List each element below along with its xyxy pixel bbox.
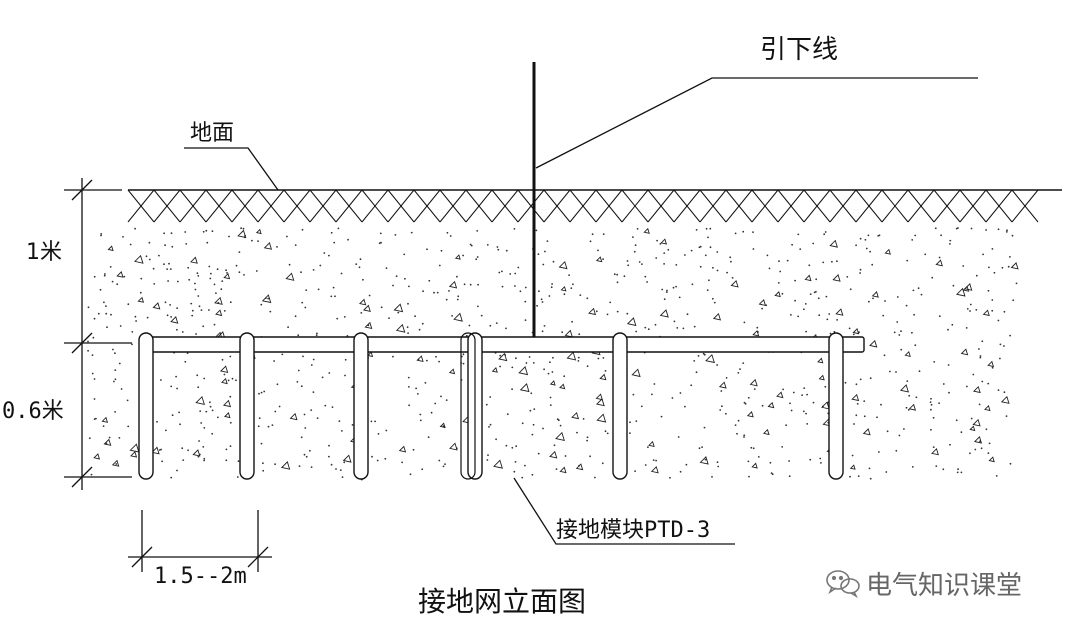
depth-label-0-6m: 0.6米 bbox=[2, 399, 64, 424]
module-label: 接地模块PTD-3 bbox=[556, 518, 710, 543]
module-leader bbox=[513, 477, 735, 545]
soil-texture bbox=[87, 227, 1019, 481]
ground-hatch bbox=[127, 189, 1039, 223]
grounding-module-rod bbox=[828, 332, 844, 480]
spacing-dimension bbox=[128, 510, 272, 572]
grounding-module-rod bbox=[138, 332, 154, 480]
depth-dimension bbox=[64, 178, 132, 490]
spacing-label: 1.5--2m bbox=[154, 564, 247, 589]
ground-surface-label: 地面 bbox=[190, 121, 234, 146]
grounding-module-rod bbox=[612, 332, 628, 480]
watermark-text: 电气知识课堂 bbox=[866, 571, 1022, 601]
depth-label-1m: 1米 bbox=[26, 240, 62, 265]
downlead-leader bbox=[535, 77, 978, 169]
grounding-module-rod bbox=[353, 332, 369, 480]
grounding-modules bbox=[138, 332, 844, 480]
diagram-caption: 接地网立面图 bbox=[418, 585, 586, 618]
ground-surface-leader bbox=[184, 147, 279, 191]
grounding-module-rod bbox=[460, 332, 476, 480]
downlead-label: 引下线 bbox=[760, 35, 838, 65]
grounding-module-rod bbox=[239, 332, 255, 480]
wechat-icon bbox=[826, 570, 860, 599]
watermark: 电气知识课堂 bbox=[826, 570, 1022, 601]
